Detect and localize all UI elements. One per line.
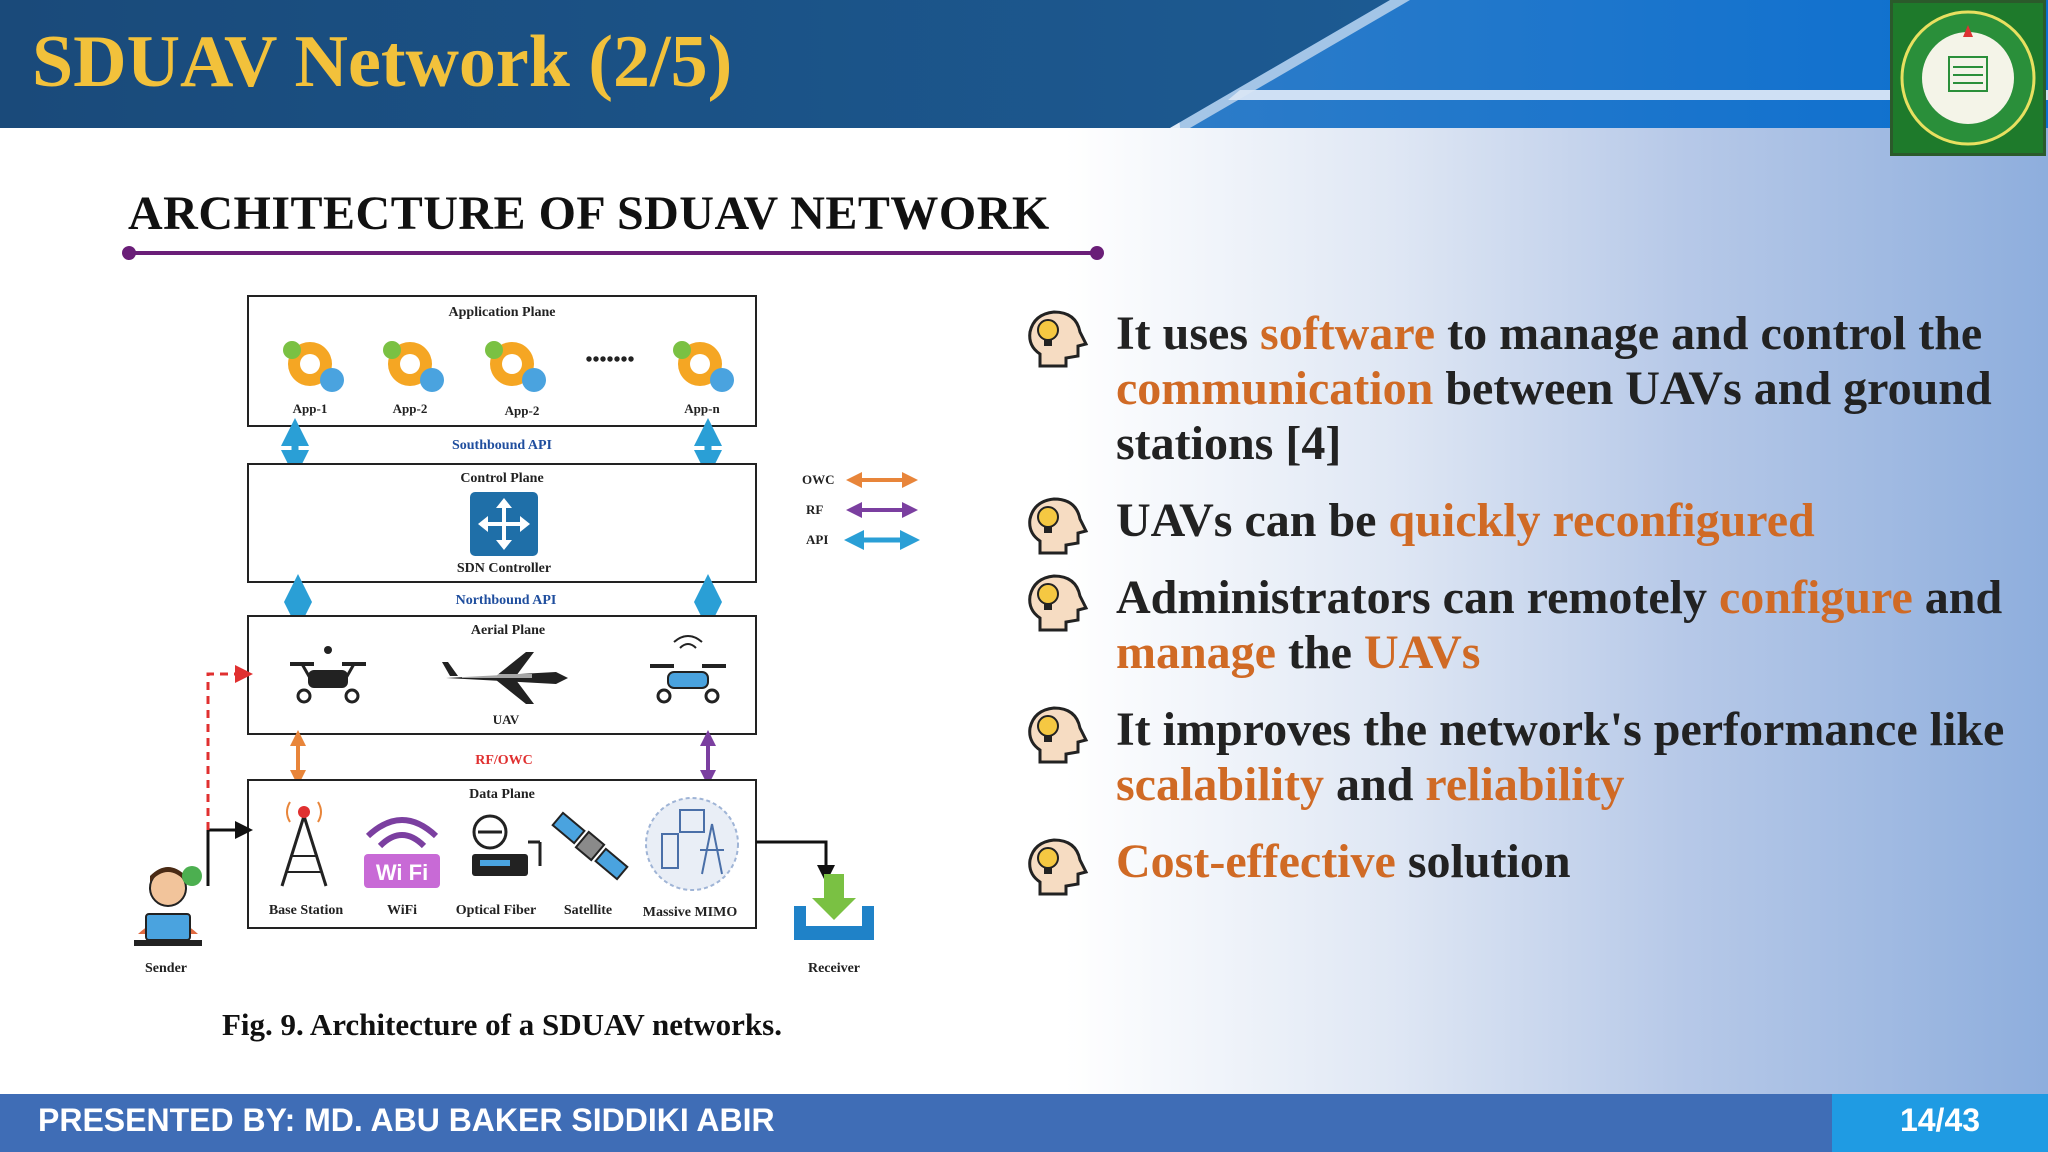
satellite-icon: [551, 811, 629, 881]
app-n-icon: [673, 341, 734, 392]
app-ellipsis: •••••••: [585, 349, 634, 371]
sdn-controller-label: SDN Controller: [457, 561, 551, 576]
app-label-n: App-n: [684, 401, 720, 416]
southbound-api-label: Southbound API: [452, 438, 552, 453]
header-bar: SDUAV Network (2/5): [0, 0, 2048, 128]
wifi-icon: Wi Fi: [364, 817, 440, 888]
bullet-item-1: It uses software to manage and control t…: [1020, 306, 2020, 471]
wifi-icon-text: Wi Fi: [376, 860, 428, 885]
head-idea-icon: [1028, 310, 1089, 368]
receiver-label: Receiver: [808, 961, 860, 976]
highlight-text: software: [1260, 307, 1436, 360]
slide-title: SDUAV Network (2/5): [32, 21, 733, 103]
footer-bar: [0, 1094, 2048, 1152]
bullet-segment: and: [1912, 571, 2003, 624]
sender-person-icon: [134, 866, 202, 946]
data-plane-label: Data Plane: [469, 787, 535, 802]
figure-caption: Fig. 9. Architecture of a SDUAV networks…: [222, 1007, 782, 1042]
control-plane-label: Control Plane: [460, 471, 543, 486]
receiver-download-icon: [794, 874, 874, 940]
head-idea-icon: [1028, 574, 1089, 632]
data-to-receiver-arrow: [756, 840, 835, 883]
northbound-api-label: Northbound API: [456, 593, 557, 608]
highlight-text: Cost-effective: [1116, 835, 1396, 888]
head-idea-icon: [1028, 706, 1089, 764]
rf-owc-label: RF/OWC: [475, 753, 533, 768]
page-number-box: [1832, 1094, 2048, 1152]
bullet-segment: UAVs can be: [1116, 494, 1389, 547]
university-logo: [1890, 0, 2046, 156]
bullet-segment: Administrators can remotely: [1116, 571, 1719, 624]
legend-rf-label: RF: [806, 502, 823, 517]
bullet-segment: between UAVs and ground stations [4]: [1116, 362, 1992, 470]
app-2-icon: [383, 341, 444, 392]
bullet-segment: It uses: [1116, 307, 1261, 360]
data-item-wifi: WiFi: [387, 903, 417, 918]
sender-to-uav-dashed-arrow: [206, 665, 253, 830]
sender-to-data-arrow: [206, 821, 253, 886]
bullet-text-3: Administrators can remotely configure an…: [1116, 571, 2002, 679]
bullet-item-2: UAVs can be quickly reconfigured: [1020, 493, 2020, 555]
legend-api-label: API: [806, 532, 828, 547]
data-item-optical-fiber: Optical Fiber: [456, 903, 537, 918]
section-title: ARCHITECTURE OF SDUAV NETWORK: [128, 187, 1050, 240]
uav-military-icon: [442, 652, 568, 704]
bullet-text-4: It improves the network's performance li…: [1116, 703, 2004, 811]
bullet-segment: and: [1324, 758, 1426, 811]
bullet-text-1: It uses software to manage and control t…: [1116, 307, 1992, 470]
architecture-figure: Application Plane ••••••• App-1 App-2 Ap…: [120, 286, 940, 986]
massive-mimo-icon: [645, 797, 739, 891]
data-item-massive-mimo: Massive MIMO: [643, 905, 738, 920]
bullet-item-3: Administrators can remotely configure an…: [1020, 570, 2020, 680]
bullet-item-5: Cost-effective solution: [1020, 834, 2020, 896]
application-plane-label: Application Plane: [449, 305, 556, 320]
head-idea-icon: [1028, 838, 1089, 896]
base-station-icon: [280, 801, 328, 887]
bullet-segment: the: [1275, 626, 1364, 679]
highlight-text: manage: [1116, 626, 1276, 679]
data-item-satellite: Satellite: [564, 903, 612, 918]
bullet-list: It uses software to manage and control t…: [1020, 306, 2020, 911]
presenter-name: PRESENTED BY: MD. ABU BAKER SIDDIKI ABIR: [38, 1102, 775, 1138]
app-label-3: App-2: [505, 403, 540, 418]
bullet-text-2: UAVs can be quickly reconfigured: [1116, 494, 1815, 547]
page-number: 14/43: [1899, 1102, 1981, 1138]
head-idea-icon: [1028, 497, 1089, 555]
logo-emblem: [1900, 10, 2036, 146]
highlight-text: quickly reconfigured: [1388, 494, 1815, 547]
bullet-segment: It improves the network's performance li…: [1116, 703, 2005, 756]
highlight-text: UAVs: [1363, 626, 1481, 679]
highlight-text: communication: [1116, 362, 1434, 415]
data-item-base-station: Base Station: [269, 903, 344, 918]
bullet-segment: solution: [1395, 835, 1571, 888]
highlight-text: scalability: [1116, 758, 1325, 811]
header-background: [0, 0, 2048, 128]
legend-owc-label: OWC: [802, 472, 835, 487]
bullet-segment: to manage and control the: [1435, 307, 1983, 360]
optical-fiber-icon: [472, 814, 542, 876]
bullet-item-4: It improves the network's performance li…: [1020, 702, 2020, 812]
app-label-2: App-2: [393, 401, 428, 416]
aerial-plane-label: Aerial Plane: [471, 623, 545, 638]
highlight-text: reliability: [1425, 758, 1625, 811]
architecture-diagram: Application Plane ••••••• App-1 App-2 Ap…: [134, 295, 920, 976]
bullet-text-5: Cost-effective solution: [1116, 835, 1571, 888]
drone-left-icon: [290, 646, 366, 704]
uav-label: UAV: [493, 712, 520, 727]
section-underline: [122, 246, 1104, 260]
app-3-icon: [485, 341, 546, 392]
app-label-1: App-1: [293, 401, 328, 416]
sender-label: Sender: [145, 961, 187, 976]
drone-right-icon: [650, 635, 726, 704]
app-1-icon: [283, 341, 344, 392]
sdn-controller-icon: [470, 492, 538, 556]
highlight-text: configure: [1719, 571, 1913, 624]
